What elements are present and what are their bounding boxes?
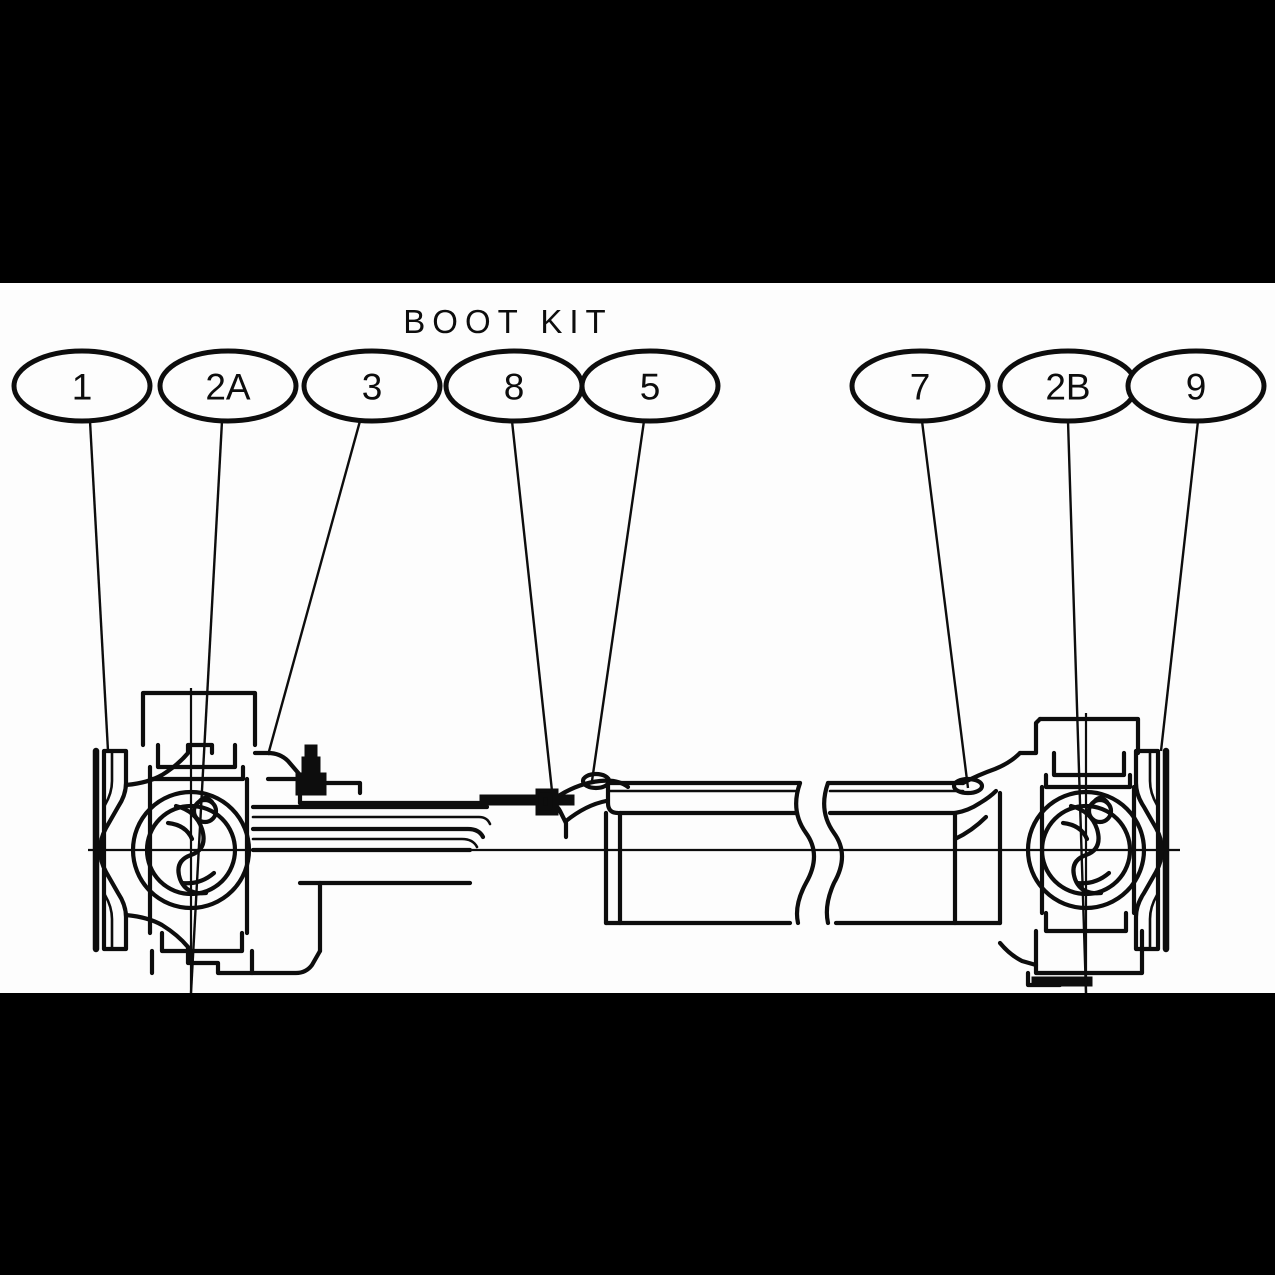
- page-title: BOOT KIT: [403, 303, 612, 340]
- left-universal-joint-cross: [130, 688, 252, 993]
- tube-to-yoke-weld-joint: [951, 750, 1023, 926]
- balloon-callouts: 1 2A 3 8 5: [11, 348, 1267, 424]
- left-yoke-body: [123, 690, 323, 976]
- right-universal-joint-cross: [1025, 713, 1147, 993]
- balloon-9-label: 9: [1186, 367, 1207, 408]
- balloon-2b-label: 2B: [1045, 367, 1090, 408]
- balloon-2a[interactable]: 2A: [157, 348, 299, 424]
- zerk-base: [295, 772, 327, 796]
- balloon-8-label: 8: [504, 367, 525, 408]
- balloon-2a-ring[interactable]: [157, 348, 299, 424]
- leader-line-5: [590, 420, 646, 782]
- center-drive-tube: [603, 780, 1003, 926]
- tube-break-line-right: [822, 780, 845, 926]
- leader-line-2a: [189, 420, 224, 993]
- balloon-5-label: 5: [640, 367, 661, 408]
- balloon-9[interactable]: 9: [1125, 348, 1267, 424]
- leader-line-8: [510, 420, 554, 792]
- letterbox-bar-bottom: [0, 993, 1275, 1275]
- balloon-1-label: 1: [72, 367, 93, 408]
- balloon-2b[interactable]: 2B: [997, 348, 1139, 424]
- right-yoke-body: [997, 716, 1145, 988]
- leader-line-1: [88, 420, 110, 752]
- drawing-canvas: BOOT KIT: [0, 283, 1275, 993]
- leader-line-7: [920, 420, 970, 789]
- leader-line-3: [266, 420, 362, 756]
- balloon-3-ring[interactable]: [301, 348, 443, 424]
- balloon-7-ring[interactable]: [849, 348, 991, 424]
- slip-yoke-spline-shaft: [250, 800, 569, 954]
- left-companion-flange: [92, 747, 129, 953]
- balloon-7[interactable]: 7: [849, 348, 991, 424]
- right-companion-flange: [1133, 747, 1170, 953]
- balloon-9-ring[interactable]: [1125, 348, 1267, 424]
- tube-break-line-left: [794, 780, 817, 926]
- seal-retainer-band: [479, 794, 575, 806]
- balloon-2a-label: 2A: [205, 367, 251, 408]
- balloon-3[interactable]: 3: [301, 348, 443, 424]
- drive-shaft-assembly: [88, 688, 1180, 993]
- grease-zerk-fitting: [265, 744, 363, 796]
- leader-line-9: [1159, 420, 1200, 752]
- balloon-5[interactable]: 5: [579, 348, 721, 424]
- balloon-1[interactable]: 1: [11, 348, 153, 424]
- zerk-body: [301, 756, 321, 776]
- leader-lines: [88, 420, 1200, 993]
- dust-cap-groove: [538, 792, 553, 811]
- balloon-1-ring[interactable]: [11, 348, 153, 424]
- balloon-5-ring[interactable]: [579, 348, 721, 424]
- letterbox-bar-top: [0, 0, 1275, 283]
- balloon-8[interactable]: 8: [443, 348, 585, 424]
- leader-line-2b: [1066, 420, 1088, 993]
- balloon-7-label: 7: [910, 367, 931, 408]
- balloon-3-label: 3: [362, 367, 383, 408]
- zerk-tip: [304, 744, 318, 759]
- right-yoke-base-band: [1031, 976, 1093, 987]
